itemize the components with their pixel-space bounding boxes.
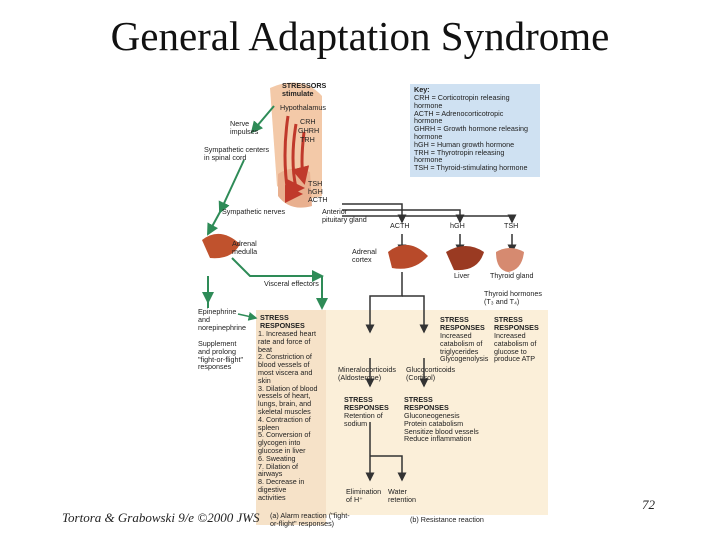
resistance-panel	[326, 310, 548, 515]
key-body: CRH = Corticotropin releasing hormone AC…	[414, 93, 529, 173]
alarm-panel	[256, 310, 326, 525]
thyroid-illustration	[496, 248, 524, 272]
epinephrine-label: Epinephrine and norepinephrine	[198, 307, 246, 332]
gas-figure: STRESSORS stimulate Hypothalamus CRH GHR…	[192, 76, 552, 540]
stress-hgh-title: STRESS RESPONSES	[440, 315, 485, 332]
footer-citation: Tortora & Grabowski 9/e ©2000 JWS	[62, 510, 260, 525]
diagram-graphics	[202, 82, 524, 482]
key-panel	[410, 84, 540, 177]
crh-label: CRH	[300, 117, 316, 126]
stress-responses-a: 1. Increased heart rate and force of bea…	[258, 329, 318, 502]
stress-min-title: STRESS RESPONSES	[344, 395, 389, 412]
sympathetic-centers-label: Sympathetic centers in spinal cord	[204, 145, 270, 162]
caption-b: (b) Resistance reaction	[410, 515, 484, 524]
tsh-label: TSH	[308, 179, 323, 188]
liver-illustration	[446, 246, 484, 271]
stress-tsh: Increased catabolism of glucose to produ…	[494, 331, 537, 364]
adrenal-cortex-label: Adrenal cortex	[352, 247, 377, 264]
stress-responses-a-title: STRESS RESPONSES	[260, 313, 305, 330]
thyroid-gland-label: Thyroid gland	[490, 271, 534, 280]
ghrh-label: GHRH	[298, 126, 320, 135]
sympathetic-nerves-label: Sympathetic nerves	[222, 207, 286, 216]
elimination-label: Elimination of H⁺	[346, 487, 382, 504]
mineralocorticoids-label: Mineralocorticoids (Aldosterone)	[338, 365, 396, 382]
acth-target-label: ACTH	[390, 221, 410, 230]
adrenal-cortex-illustration	[388, 244, 428, 269]
hypothalamus-label: Hypothalamus	[280, 103, 326, 112]
anterior-pituitary-label: Anterior pituitary gland	[322, 207, 367, 224]
glucocorticoids-label: Glucocorticoids (Cortisol)	[406, 365, 456, 382]
trh-label: TRH	[300, 135, 315, 144]
slide-title: General Adaptation Syndrome	[110, 13, 610, 59]
caption-a: (a) Alarm reaction ("fight- or-flight" r…	[270, 511, 350, 528]
key-title: Key:	[414, 85, 430, 94]
stress-glu: Gluconeogenesis Protein catabolism Sensi…	[404, 411, 479, 444]
nerve-impulses-label: Nerve impulses	[230, 119, 259, 136]
liver-label: Liver	[454, 271, 470, 280]
hgh-target-label: hGH	[450, 221, 465, 230]
supplement-label: Supplement and prolong "fight-or-flight"…	[198, 339, 244, 372]
stress-tsh-title: STRESS RESPONSES	[494, 315, 539, 332]
water-retention-label: Water retention	[388, 487, 416, 504]
visceral-effectors-label: Visceral effectors	[264, 279, 319, 288]
stress-glu-title: STRESS RESPONSES	[404, 395, 449, 412]
tsh-target-label: TSH	[504, 221, 519, 230]
adrenal-medulla-label: Adrenal medulla	[232, 239, 258, 256]
thyroid-hormones-label: Thyroid hormones (T₃ and T₄)	[484, 289, 542, 306]
adrenal-medulla-illustration	[202, 233, 240, 259]
stress-min: Retention of sodium	[344, 411, 383, 428]
page-number: 72	[642, 497, 655, 512]
stress-hgh: Increased catabolism of triglycerides Gl…	[440, 331, 489, 364]
stressors-label: STRESSORS stimulate	[282, 81, 327, 98]
hgh-label: hGH	[308, 187, 323, 196]
acth-label: ACTH	[308, 195, 328, 204]
